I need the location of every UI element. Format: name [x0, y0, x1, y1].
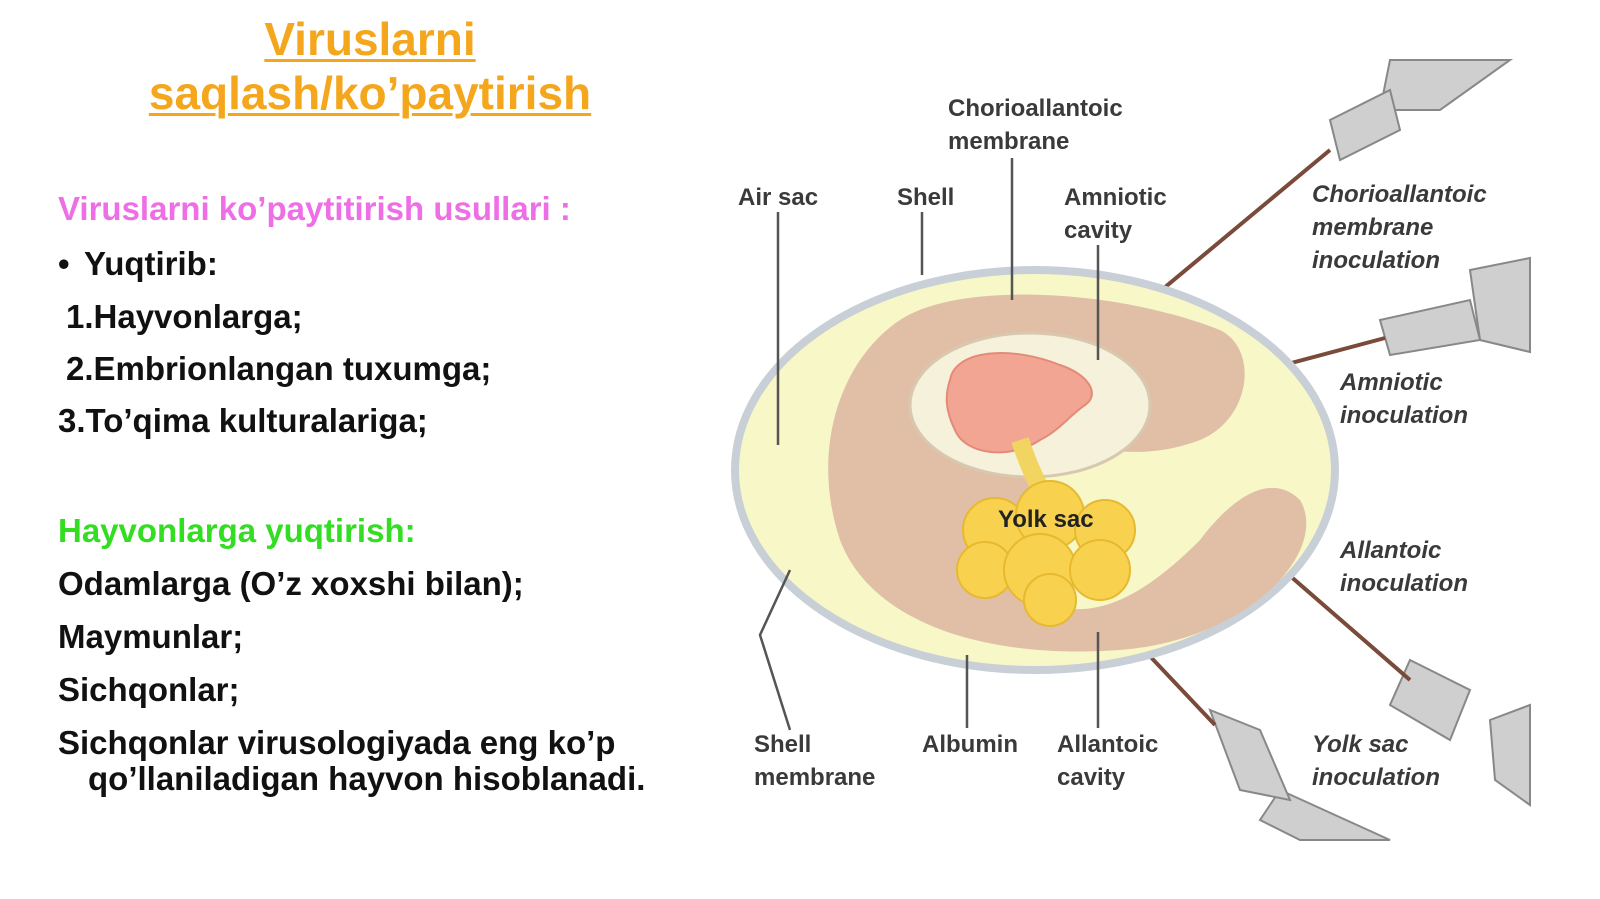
title-line-1: Viruslarni	[264, 13, 476, 65]
label-amniotic-cavity: Amniotic cavity	[1064, 184, 1173, 244]
bullet-text: Yuqtirib:	[84, 245, 218, 282]
label-air-sac: Air sac	[738, 184, 818, 211]
slide-title: Viruslarni saqlash/ko’paytirish	[110, 12, 630, 120]
embryo-shape	[945, 352, 1093, 454]
paragraph-line-2: qo’llaniladigan hayvon hisoblanadi.	[88, 760, 646, 797]
label-chorioallantoic-membrane: Chorioallantoic membrane	[948, 95, 1129, 155]
label-albumin: Albumin	[922, 731, 1018, 758]
egg-inoculation-diagram: Chorioallantoic membrane Air sac Shell A…	[700, 40, 1580, 880]
title-line-2: saqlash/ko’paytirish	[148, 67, 592, 119]
label-shell-membrane: Shell membrane	[754, 731, 875, 791]
methods-subtitle: Viruslarni ko’paytitirish usullari :	[58, 190, 571, 227]
yolk-sac-shape	[956, 480, 1136, 627]
label-chorioallantoic-inoculation: Chorioallantoic membrane inoculation	[1312, 181, 1493, 274]
animal-line-2: Maymunlar;	[58, 618, 244, 655]
animal-line-3: Sichqonlar;	[58, 671, 240, 708]
method-item-2: 2.Embrionlangan tuxumga;	[66, 350, 492, 387]
label-allantoic-cavity: Allantoic cavity	[1057, 731, 1165, 791]
bullet-icon: •	[58, 245, 70, 282]
paragraph-line-1: Sichqonlar virusologiyada eng ko’p	[58, 724, 616, 761]
label-yolk-sac-inoculation: Yolk sac inoculation	[1312, 731, 1440, 791]
animal-line-1: Odamlarga (O’z xoxshi bilan);	[58, 565, 524, 602]
method-item-1: 1.Hayvonlarga;	[66, 298, 303, 335]
label-amniotic-inoculation: Amniotic inoculation	[1339, 369, 1468, 429]
method-item-3: 3.To’qima kulturalariga;	[58, 402, 428, 439]
label-allantoic-inoculation: Allantoic inoculation	[1339, 537, 1468, 597]
label-yolk-sac: Yolk sac	[998, 506, 1094, 533]
egg-cross-section	[731, 266, 1339, 674]
label-shell: Shell	[897, 184, 954, 211]
pointer-lines	[758, 158, 1100, 731]
section-heading: Hayvonlarga yuqtirish:	[58, 512, 416, 549]
bullet-item: • Yuqtirib:	[58, 245, 218, 283]
